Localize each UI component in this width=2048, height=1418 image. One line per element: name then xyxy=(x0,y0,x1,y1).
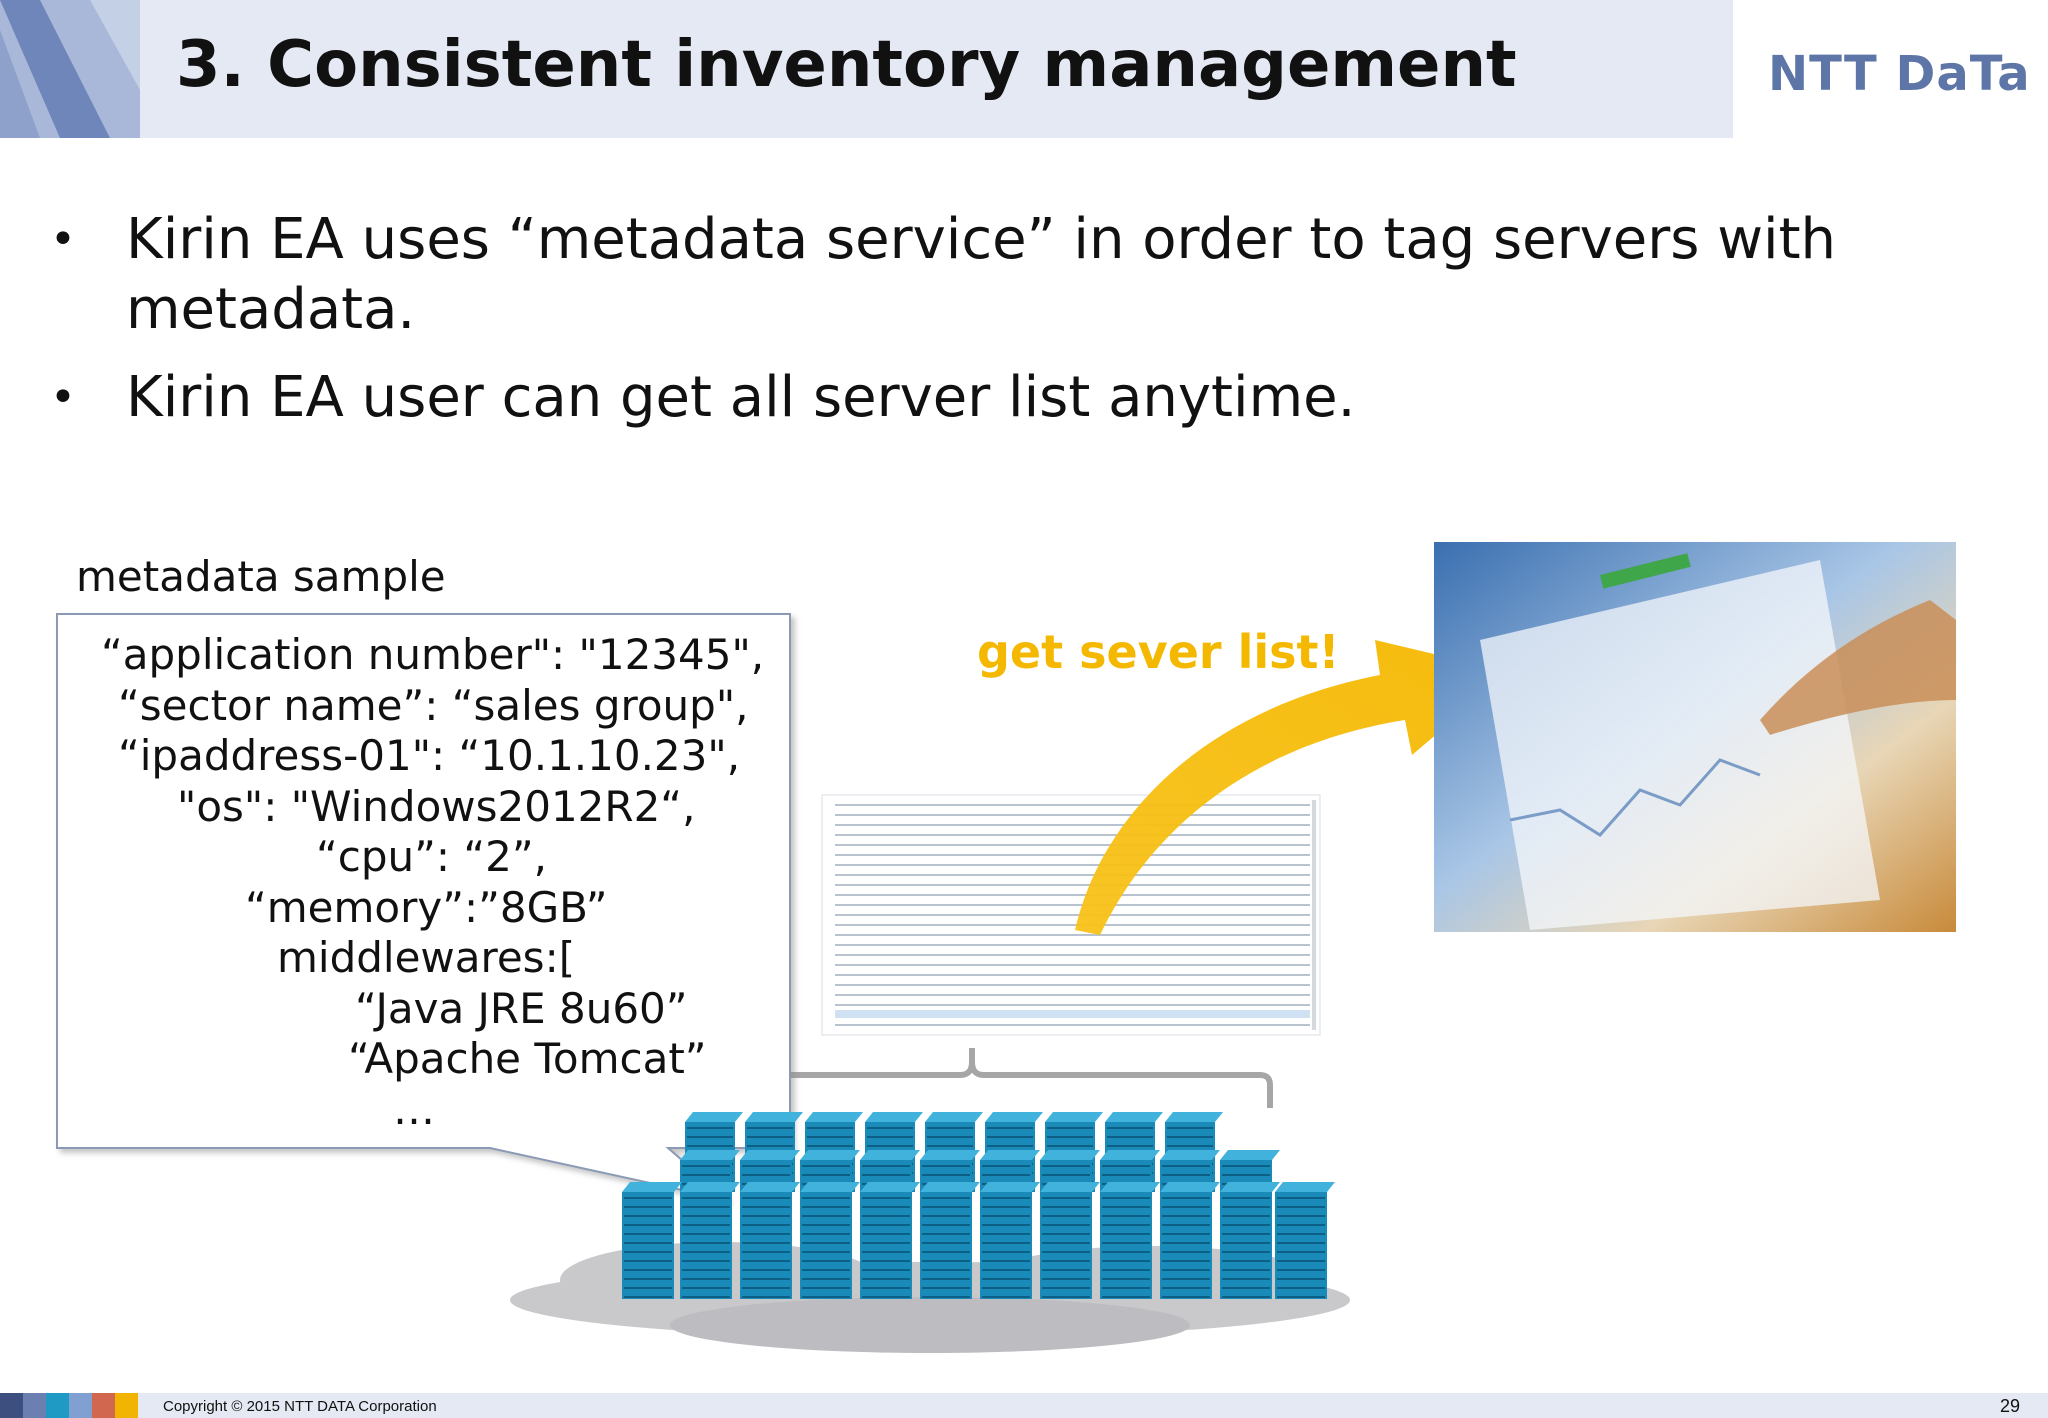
metadata-line: “memory”:”8GB” xyxy=(245,882,608,932)
logo-area xyxy=(1733,0,2048,138)
server-rack-icon xyxy=(920,1182,980,1299)
metadata-line: "os": "Windows2012R2“, xyxy=(177,781,696,831)
server-rack-icon xyxy=(1100,1182,1160,1299)
metadata-line: “ipaddress-01": “10.1.10.23", xyxy=(118,731,741,780)
metadata-line: “cpu”: “2”, xyxy=(316,832,547,881)
server-rack-icon xyxy=(980,1182,1040,1299)
server-rack-icon xyxy=(860,1182,920,1299)
bullet-text: Kirin EA uses “metadata service” in orde… xyxy=(126,207,1837,342)
bullet-item: • Kirin EA uses “metadata service” in or… xyxy=(50,205,1950,345)
metadata-line: middlewares:[ xyxy=(277,933,576,982)
footer-color-block xyxy=(0,1393,23,1418)
chart-touch-photo xyxy=(1434,542,1956,932)
server-rack-icon xyxy=(622,1182,682,1299)
metadata-line: “Java JRE 8u60” xyxy=(355,983,688,1033)
page-number: 29 xyxy=(2000,1396,2021,1416)
server-rack-icon xyxy=(1040,1182,1100,1299)
slide-header xyxy=(0,0,2048,138)
bullet-text: Kirin EA user can get all server list an… xyxy=(126,365,1356,430)
server-rack-icon xyxy=(740,1182,800,1299)
footer-color-block xyxy=(69,1393,92,1418)
slide-title: 3. Consistent inventory management xyxy=(176,28,1517,102)
server-rack-icon xyxy=(680,1182,740,1299)
footer-color-block xyxy=(46,1393,69,1418)
metadata-sample-label: metadata sample xyxy=(76,552,446,601)
bullet-list: • Kirin EA uses “metadata service” in or… xyxy=(50,205,1950,451)
curved-arrow-icon xyxy=(1075,640,1510,935)
metadata-line: “Apache Tomcat” xyxy=(348,1034,707,1083)
server-rack-icon xyxy=(1220,1182,1280,1299)
server-rack-icon xyxy=(1275,1182,1335,1299)
get-server-list-label: get sever list! xyxy=(977,625,1340,679)
server-list-screenshot xyxy=(821,794,1321,1036)
footer-color-block xyxy=(115,1393,138,1418)
server-rack-icon xyxy=(1160,1182,1220,1299)
bullet-dot: • xyxy=(50,372,76,423)
server-rack-icon xyxy=(800,1182,860,1299)
metadata-line: “sector name”: “sales group", xyxy=(118,680,749,730)
metadata-line: … xyxy=(393,1084,435,1134)
ntt-data-logo: NTT DaTa xyxy=(1768,46,2031,102)
footer-color-block xyxy=(92,1393,115,1418)
metadata-line: “application number": "12345", xyxy=(101,630,765,679)
bullet-item: • Kirin EA user can get all server list … xyxy=(50,363,1950,433)
slide-footer xyxy=(0,1393,2048,1418)
header-decoration xyxy=(0,0,140,138)
metadata-text-block: “application number": "12345", “sector n… xyxy=(60,630,790,1135)
bullet-dot: • xyxy=(50,214,76,265)
copyright-text: Copyright © 2015 NTT DATA Corporation xyxy=(163,1398,437,1415)
footer-color-block xyxy=(23,1393,46,1418)
server-rack-group xyxy=(622,1112,1335,1299)
